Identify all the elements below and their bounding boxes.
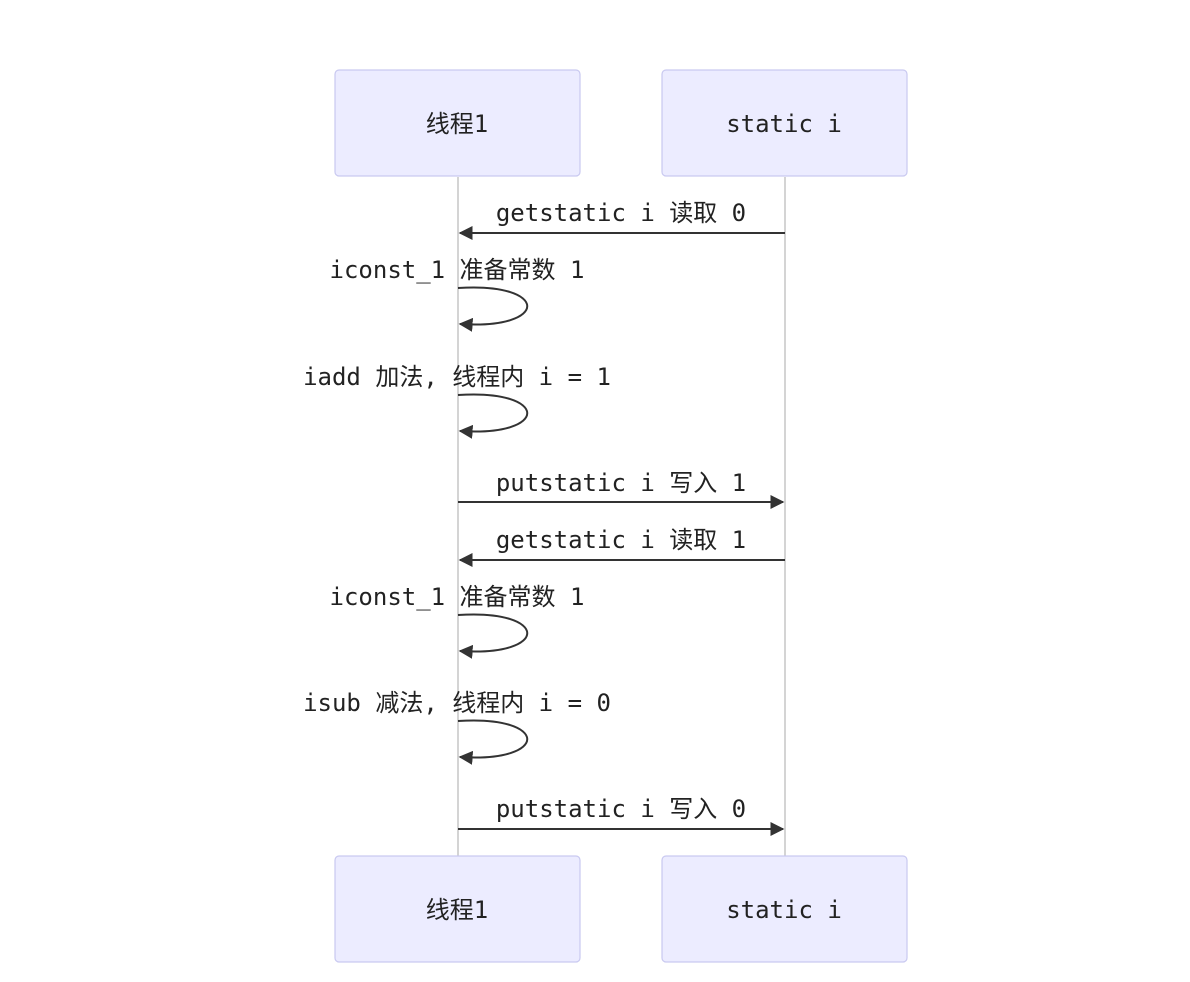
message-label: getstatic i 读取 0 [496,199,746,227]
self-loop-arrow [457,393,529,439]
message-label: isub 减法, 线程内 i = 0 [303,689,611,717]
message-getstatic-1: getstatic i 读取 1 [458,526,785,567]
actor-box-thread-bottom: 线程1 [334,855,581,963]
self-loop-arrow [457,613,529,659]
self-loop-arrow [457,286,529,332]
self-loop-arrow [457,719,529,765]
message-getstatic-0: getstatic i 读取 0 [458,199,785,240]
self-message-iconst-1: iconst_1 准备常数 1 [330,256,585,332]
self-message-isub: isub 减法, 线程内 i = 0 [303,689,611,765]
actor-box-thread-top: 线程1 [334,69,581,177]
self-message-iconst-1-second: iconst_1 准备常数 1 [330,583,585,659]
message-label: getstatic i 读取 1 [496,526,746,554]
self-message-iadd: iadd 加法, 线程内 i = 1 [303,363,611,439]
message-putstatic-0: putstatic i 写入 0 [458,795,785,836]
message-label: putstatic i 写入 1 [496,469,746,497]
message-putstatic-1: putstatic i 写入 1 [458,469,785,509]
actor-box-static-i-bottom: static i [661,855,908,963]
actor-label-static-i-top: static i [726,110,842,138]
actor-box-static-i-top: static i [661,69,908,177]
message-label: iconst_1 准备常数 1 [330,256,585,284]
actor-label-thread-bottom: 线程1 [426,896,488,924]
message-label: iconst_1 准备常数 1 [330,583,585,611]
actor-label-static-i-bottom: static i [726,896,842,924]
actor-label-thread-top: 线程1 [426,110,488,138]
message-label: iadd 加法, 线程内 i = 1 [303,363,611,391]
message-label: putstatic i 写入 0 [496,795,746,823]
